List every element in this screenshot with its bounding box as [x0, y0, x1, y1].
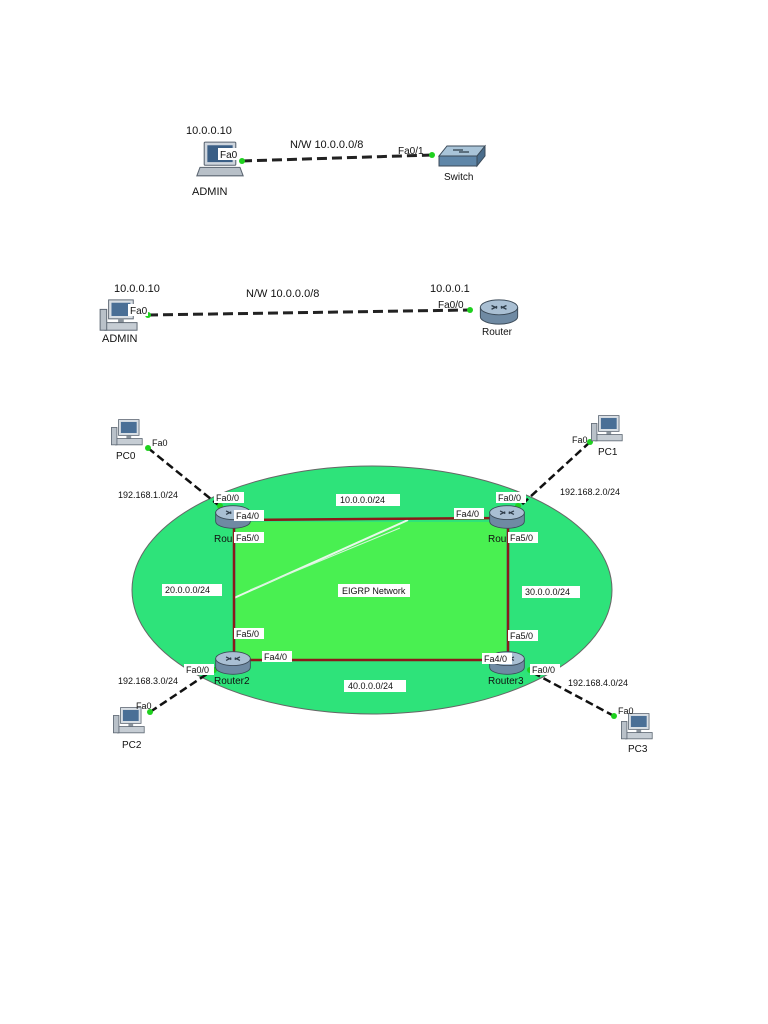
desktop-icon[interactable]: [621, 713, 653, 740]
pc1-port: Fa0: [572, 435, 588, 445]
switch-port-label: Fa0/1: [398, 146, 424, 157]
r2-name: Router2: [214, 676, 250, 687]
port-dot: [429, 152, 435, 158]
network-label: N/W 10.0.0.0/8: [246, 288, 319, 300]
pc2-name: PC2: [122, 740, 142, 751]
pc1-name: PC1: [598, 447, 618, 458]
network-label: N/W 10.0.0.0/8: [290, 139, 363, 151]
admin-ip-label: 10.0.0.10: [186, 125, 232, 137]
r2-lan-port: Fa0/0: [186, 665, 209, 675]
pc3-port: Fa0: [618, 706, 634, 716]
topology-admin-router: 10.0.0.10 Fa0 ADMIN N/W 10.0.0.0/8 10.0.…: [99, 283, 519, 345]
left-network: 20.0.0.0/24: [165, 585, 210, 595]
lan1-network: 192.168.2.0/24: [560, 487, 620, 497]
router-icon[interactable]: [488, 505, 526, 529]
admin-name-label: ADMIN: [192, 186, 228, 198]
r1-name: Rou: [488, 534, 506, 545]
lan3-network: 192.168.4.0/24: [568, 678, 628, 688]
r0-lan-port: Fa0/0: [216, 493, 239, 503]
r3-h-port: Fa4/0: [484, 654, 507, 664]
link-pc3-r3: [527, 668, 615, 718]
admin-port-label: Fa0: [130, 306, 148, 317]
pc2-port: Fa0: [136, 701, 152, 711]
r3-v-port: Fa5/0: [510, 631, 533, 641]
router-icon[interactable]: [214, 651, 252, 675]
r2-h-port: Fa4/0: [264, 652, 287, 662]
r0-name: Rou: [214, 534, 232, 545]
pc0-name: PC0: [116, 451, 136, 462]
topology-eigrp: PC0 Fa0 PC1 Fa0 PC2 Fa0 PC3 Fa0 192.168.…: [111, 415, 653, 755]
admin-name-label: ADMIN: [102, 333, 138, 345]
r1-lan-port: Fa0/0: [498, 493, 521, 503]
topology-admin-switch: 10.0.0.10 Fa0 ADMIN N/W 10.0.0.0/8 Fa0/1…: [186, 125, 486, 198]
port-dot: [467, 307, 473, 313]
pc0-port: Fa0: [152, 438, 168, 448]
r2-v-port: Fa5/0: [236, 629, 259, 639]
pc3-name: PC3: [628, 744, 648, 755]
link-pc0-r0: [147, 447, 223, 509]
router-icon[interactable]: [479, 299, 519, 325]
right-network: 30.0.0.0/24: [525, 587, 570, 597]
lan0-network: 192.168.1.0/24: [118, 490, 178, 500]
r0-v-port: Fa5/0: [236, 533, 259, 543]
desktop-icon[interactable]: [113, 707, 145, 734]
r3-lan-port: Fa0/0: [532, 665, 555, 675]
bottom-network: 40.0.0.0/24: [348, 681, 393, 691]
link-pc1-r1: [517, 441, 591, 509]
admin-port-label: Fa0: [220, 150, 238, 161]
r3-name: Router3: [488, 676, 524, 687]
router-ip-label: 10.0.0.1: [430, 283, 470, 295]
desktop-icon[interactable]: [111, 419, 143, 446]
desktop-icon[interactable]: [591, 415, 623, 442]
port-dot: [145, 445, 151, 451]
port-dot: [611, 713, 617, 719]
lan2-network: 192.168.3.0/24: [118, 676, 178, 686]
port-dot: [239, 158, 245, 164]
r1-h-port: Fa4/0: [456, 509, 479, 519]
r1-v-port: Fa5/0: [510, 533, 533, 543]
scribble: [249, 527, 401, 591]
switch-icon[interactable]: [438, 145, 486, 167]
eigrp-area-label: EIGRP Network: [342, 586, 406, 596]
r0-h-port: Fa4/0: [236, 511, 259, 521]
link-admin-router: [147, 308, 471, 317]
link-pc2-r2: [149, 666, 217, 714]
router-name-label: Router: [482, 327, 513, 338]
switch-name-label: Switch: [444, 172, 473, 183]
top-network: 10.0.0.0/24: [340, 495, 385, 505]
link-admin-switch: [241, 153, 433, 163]
port-dot: [147, 709, 153, 715]
admin-ip-label: 10.0.0.10: [114, 283, 160, 295]
router-port-label: Fa0/0: [438, 300, 464, 311]
